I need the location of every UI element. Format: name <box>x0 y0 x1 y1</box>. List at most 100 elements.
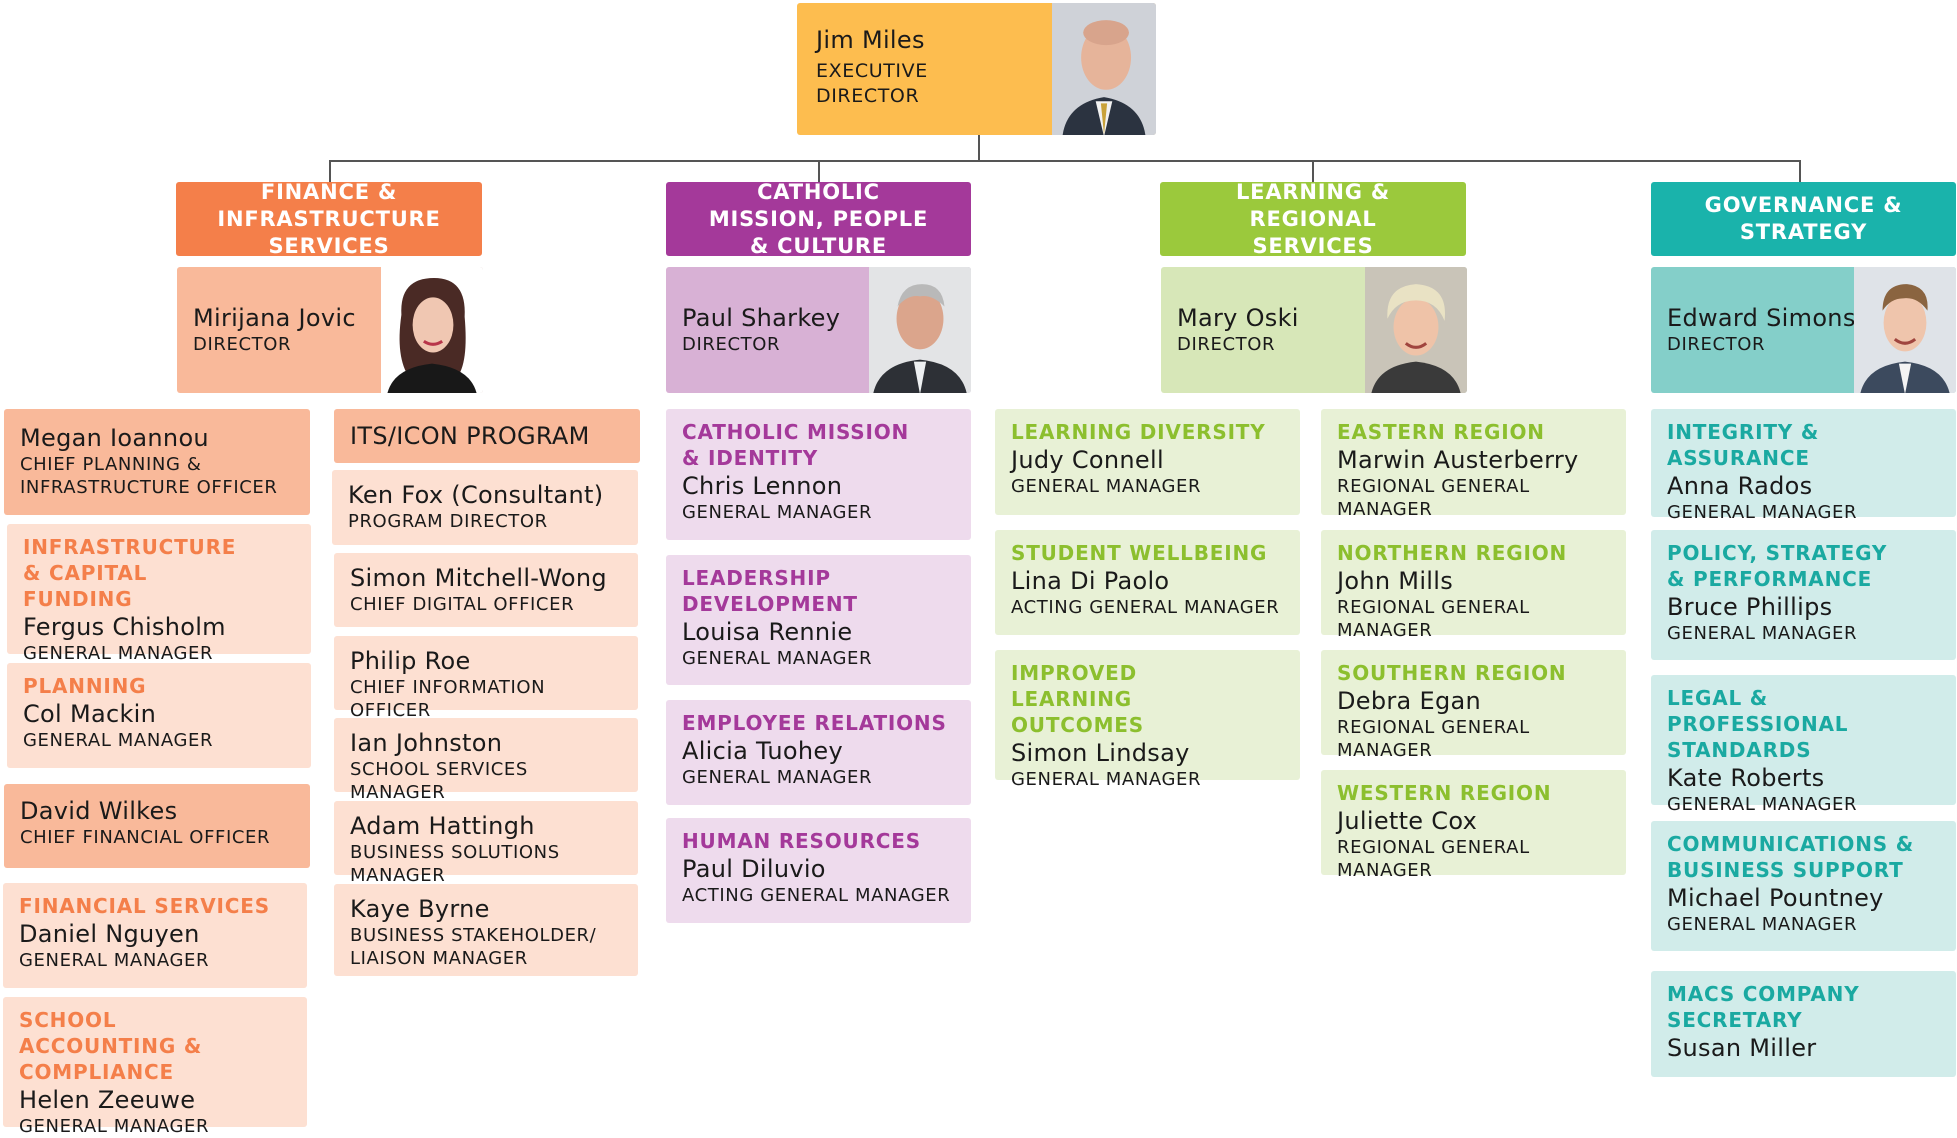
dept-label: HUMAN RESOURCES <box>682 829 921 853</box>
person-role: GENERAL MANAGER <box>1667 502 1858 523</box>
dept-label: COMMUNICATIONS & BUSINESS SUPPORT <box>1667 832 1914 882</box>
person-name: Chris Lennon <box>682 472 843 500</box>
card-company-secretary: MACS COMPANY SECRETARY Susan Miller <box>1651 971 1956 1077</box>
person-name: Marwin Austerberry <box>1337 446 1579 474</box>
person-role: GENERAL MANAGER <box>1667 794 1858 815</box>
dept-label: CATHOLIC MISSION & IDENTITY <box>682 420 910 470</box>
person-role: GENERAL MANAGER <box>1667 914 1858 935</box>
connector-finance <box>329 160 331 182</box>
card-western-region: WESTERN REGION Juliette Cox REGIONAL GEN… <box>1321 770 1626 881</box>
person-role: BUSINESS SOLUTIONS MANAGER <box>350 842 560 886</box>
director-role: DIRECTOR <box>682 334 781 355</box>
dept-label: WESTERN REGION <box>1337 781 1552 805</box>
person-role: ACTING GENERAL MANAGER <box>682 885 951 906</box>
card-integrity-assurance: INTEGRITY & ASSURANCE Anna Rados GENERAL… <box>1651 409 1956 523</box>
executive-photo <box>1052 3 1156 135</box>
connector-horizontal <box>329 160 1801 162</box>
director-photo <box>1365 267 1467 393</box>
card-student-wellbeing: STUDENT WELLBEING Lina Di Paolo ACTING G… <box>995 530 1300 635</box>
person-role: CHIEF PLANNING & INFRASTRUCTURE OFFICER <box>20 454 278 498</box>
director-name: Mary Oski <box>1177 304 1299 332</box>
dept-label: EASTERN REGION <box>1337 420 1545 444</box>
card-david-wilkes: David Wilkes CHIEF FINANCIAL OFFICER <box>4 784 310 868</box>
card-school-accounting: SCHOOL ACCOUNTING & COMPLIANCE Helen Zee… <box>3 997 307 1137</box>
person-name: Kate Roberts <box>1667 764 1825 792</box>
header-governance: GOVERNANCE & STRATEGY <box>1651 182 1956 256</box>
person-name: Michael Pountney <box>1667 884 1884 912</box>
director-photo <box>869 267 971 393</box>
program-title: ITS/ICON PROGRAM <box>350 422 590 450</box>
person-name: Bruce Phillips <box>1667 593 1833 621</box>
dept-label: SOUTHERN REGION <box>1337 661 1567 685</box>
dept-label: EMPLOYEE RELATIONS <box>682 711 947 735</box>
director-name: Paul Sharkey <box>682 304 841 332</box>
person-name: Fergus Chisholm <box>23 613 226 641</box>
person-name: Anna Rados <box>1667 472 1813 500</box>
card-megan-ioannou: Megan Ioannou CHIEF PLANNING & INFRASTRU… <box>4 409 310 515</box>
person-name: Simon Mitchell-Wong <box>350 564 607 592</box>
person-name: Kaye Byrne <box>350 895 490 923</box>
person-name: David Wilkes <box>20 797 178 825</box>
dept-label: PLANNING <box>23 674 147 698</box>
director-name: Edward Simons <box>1667 304 1856 332</box>
dept-label: IMPROVED LEARNING OUTCOMES <box>1011 661 1144 737</box>
person-name: Juliette Cox <box>1337 807 1478 835</box>
director-role: DIRECTOR <box>193 334 292 355</box>
person-role: CHIEF FINANCIAL OFFICER <box>20 827 271 848</box>
person-role: GENERAL MANAGER <box>19 1116 210 1137</box>
person-role: GENERAL MANAGER <box>23 643 214 664</box>
card-philip-roe: Philip Roe CHIEF INFORMATION OFFICER <box>334 636 638 721</box>
card-planning: PLANNING Col Mackin GENERAL MANAGER <box>7 663 311 768</box>
card-adam-hattingh: Adam Hattingh BUSINESS SOLUTIONS MANAGER <box>334 801 638 886</box>
person-name: Alicia Tuohey <box>682 737 843 765</box>
card-legal-professional: LEGAL & PROFESSIONAL STANDARDS Kate Robe… <box>1651 675 1956 815</box>
card-financial-services: FINANCIAL SERVICES Daniel Nguyen GENERAL… <box>3 883 307 988</box>
dept-label: NORTHERN REGION <box>1337 541 1568 565</box>
card-ian-johnston: Ian Johnston SCHOOL SERVICES MANAGER <box>334 718 638 803</box>
dept-label: POLICY, STRATEGY & PERFORMANCE <box>1667 541 1888 591</box>
person-name: Daniel Nguyen <box>19 920 200 948</box>
executive-role: EXECUTIVE DIRECTOR <box>816 60 928 107</box>
card-learning-diversity: LEARNING DIVERSITY Judy Connell GENERAL … <box>995 409 1300 515</box>
dept-label: LEADERSHIP DEVELOPMENT <box>682 566 858 616</box>
person-name: Ken Fox (Consultant) <box>348 481 604 509</box>
director-role: DIRECTOR <box>1177 334 1276 355</box>
director-role: DIRECTOR <box>1667 334 1766 355</box>
header-mission: CATHOLIC MISSION, PEOPLE & CULTURE <box>666 180 971 258</box>
person-role: PROGRAM DIRECTOR <box>348 511 548 532</box>
person-role: ACTING GENERAL MANAGER <box>1011 597 1280 618</box>
card-improved-learning-outcomes: IMPROVED LEARNING OUTCOMES Simon Lindsay… <box>995 650 1300 790</box>
card-southern-region: SOUTHERN REGION Debra Egan REGIONAL GENE… <box>1321 650 1626 761</box>
person-role: GENERAL MANAGER <box>682 648 873 669</box>
connector-governance <box>1799 160 1801 182</box>
person-name: Col Mackin <box>23 700 157 728</box>
person-role: BUSINESS STAKEHOLDER/ LIAISON MANAGER <box>350 925 597 969</box>
dept-label: MACS COMPANY SECRETARY <box>1667 982 1860 1032</box>
dept-label: LEARNING DIVERSITY <box>1011 420 1266 444</box>
person-name: Lina Di Paolo <box>1011 567 1170 595</box>
person-name: Susan Miller <box>1667 1034 1817 1062</box>
dept-label: SCHOOL ACCOUNTING & COMPLIANCE <box>19 1008 203 1084</box>
executive-card: Jim Miles EXECUTIVE DIRECTOR <box>797 3 1156 135</box>
person-role: GENERAL MANAGER <box>1667 623 1858 644</box>
person-name: Debra Egan <box>1337 687 1481 715</box>
person-role: GENERAL MANAGER <box>19 950 210 971</box>
header-finance: FINANCE & INFRASTRUCTURE SERVICES <box>176 180 482 258</box>
connector-learning <box>1312 160 1314 182</box>
person-role: REGIONAL GENERAL MANAGER <box>1337 837 1530 881</box>
person-role: GENERAL MANAGER <box>1011 476 1202 497</box>
executive-name: Jim Miles <box>816 26 925 54</box>
card-communications: COMMUNICATIONS & BUSINESS SUPPORT Michae… <box>1651 821 1956 951</box>
person-role: GENERAL MANAGER <box>1011 769 1202 790</box>
card-policy-strategy: POLICY, STRATEGY & PERFORMANCE Bruce Phi… <box>1651 530 1956 660</box>
person-role: GENERAL MANAGER <box>682 502 873 523</box>
person-name: Paul Diluvio <box>682 855 826 883</box>
person-role: REGIONAL GENERAL MANAGER <box>1337 717 1530 761</box>
program-header: ITS/ICON PROGRAM <box>334 409 640 463</box>
person-role: CHIEF INFORMATION OFFICER <box>350 677 546 721</box>
person-name: Ian Johnston <box>350 729 503 757</box>
connector-mission <box>818 160 820 182</box>
person-name: John Mills <box>1337 567 1454 595</box>
